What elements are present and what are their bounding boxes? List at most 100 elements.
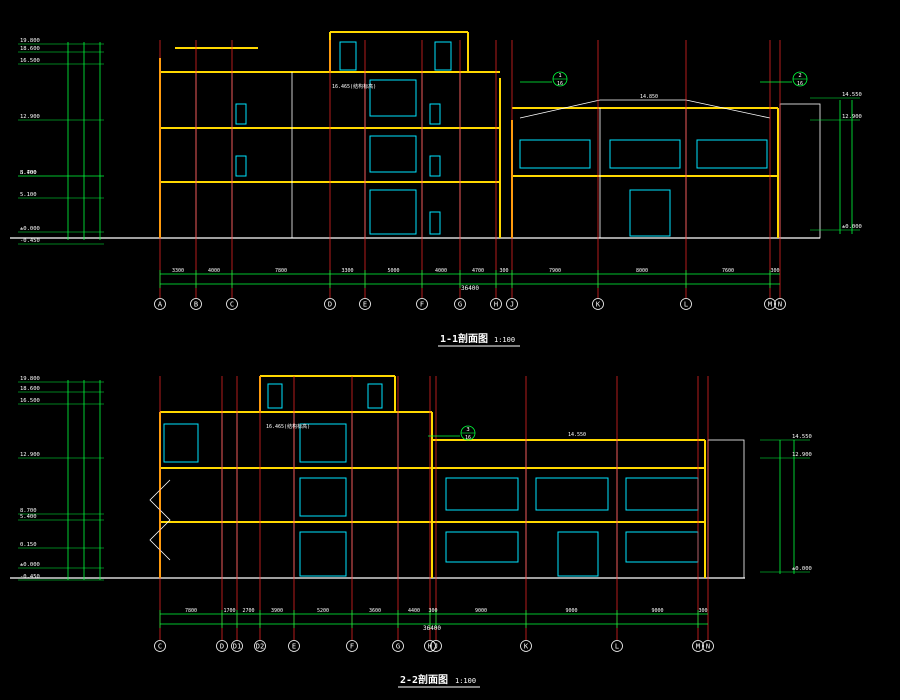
axis-bubble [764,298,776,310]
callout-sheet: 16 [557,81,563,87]
elevation-label: 16.500 [20,398,40,404]
axis-label: D [220,643,224,651]
axis-bubble [454,298,466,310]
elevation-label: -0.450 [20,574,40,580]
elevation-label: 19.800 [20,376,40,382]
axis-bubble [520,640,532,652]
span-dimension-label: 3300 [341,268,353,274]
roof-note-2: 16.465(结构标高) [266,423,310,430]
callout-sheet: 16 [797,81,803,87]
span-dimension-label: 3300 [172,268,184,274]
axis-label: C [230,301,234,309]
elevation-label: 12.900 [20,452,40,458]
axis-label: C [158,643,162,651]
span-dimension-label: 9000 [565,608,577,614]
span-dimension-label: 2700 [242,608,254,614]
elevation-label: 16.500 [20,58,40,64]
elevation-label: 18.600 [20,46,40,52]
span-dimension-label: 300 [770,268,779,274]
axis-label: E [363,301,367,309]
elevation-scale-right [839,100,853,234]
axis-bubble [346,640,358,652]
axis-bubble [216,640,228,652]
span-dimension-label: 7800 [185,608,197,614]
elevation-label: ±0.000 [20,562,40,568]
axis-label: G [458,301,462,309]
axis-label: B [194,301,198,309]
elevation-labels-left-2: 19.80018.60016.50012.9008.7005.4000.150±… [18,376,104,581]
axis-label: G [396,643,400,651]
callout-number: 3 [466,427,469,433]
axis-bubble [490,298,502,310]
span-dimension-label: 3900 [271,608,283,614]
axis-bubble [324,298,336,310]
axis-bubble [254,640,266,652]
axis-label: F [350,643,354,651]
total-dimension: 36400 [461,285,479,292]
axis-bubble [424,640,436,652]
axis-label: J [434,643,438,651]
span-dimension-label: 8000 [636,268,648,274]
axis-label: D [328,301,332,309]
elevation-label: 18.600 [20,386,40,392]
span-dimension-label: 4700 [472,268,484,274]
detail-callouts-2: 316 [428,425,476,441]
axis-label: E [292,643,296,651]
span-label-2: 14.550 [568,432,586,438]
roof-note: 16.465(结构标高) [332,83,376,90]
axis-label: L [684,301,688,309]
axis-bubble [288,640,300,652]
axis-bubble [680,298,692,310]
axis-label: J [510,301,514,309]
section-scale-1: 1:100 [494,336,515,344]
elevation-label: 8.700 [20,508,37,514]
elevation-label: ±0.000 [20,226,40,232]
elevation-scale-left-2 [67,380,101,580]
section-title-1: 1-1剖面图 [440,332,488,345]
span-dimension-label: 5200 [317,608,329,614]
axis-bubble [692,640,704,652]
axis-bubble [774,298,786,310]
main-building-walls [159,31,779,238]
axis-bubble [430,640,442,652]
elevation-label: 8.700 [20,170,37,176]
elevation-label-right: 12.900 [842,114,862,120]
structure-frame [195,72,771,238]
callout-sheet: 16 [465,435,471,441]
axis-bubble [154,640,166,652]
axis-label: H [428,643,432,651]
axis-bubble [226,298,238,310]
axis-label: L [615,643,619,651]
span-dimension-label: 4400 [408,608,420,614]
axis-label: H [494,301,498,309]
elevation-label: 12.900 [20,114,40,120]
axis-label: M [768,301,772,309]
axis-label: N [706,643,710,651]
elevation-label: -0.450 [20,238,40,244]
elevation-label: 0.150 [20,542,37,548]
span-dimension-label: 3600 [369,608,381,614]
span-dimension-label: 7600 [722,268,734,274]
span-dimension-label: 7900 [549,268,561,274]
axis-label: K [524,643,529,651]
axis-label: A [158,301,163,309]
axis-bubble [190,298,202,310]
axis-label: M [696,643,700,651]
main-building-walls-2 [159,375,706,578]
elevation-scale-left [67,42,101,240]
axis-bubble [359,298,371,310]
elevation-label: 5.100 [20,192,37,198]
axis-label: N [778,301,782,309]
elevation-label-right: ±0.000 [792,566,812,572]
axis-label: F [420,301,424,309]
span-dimension-label: 4000 [435,268,447,274]
section-scale-2: 1:100 [455,677,476,685]
